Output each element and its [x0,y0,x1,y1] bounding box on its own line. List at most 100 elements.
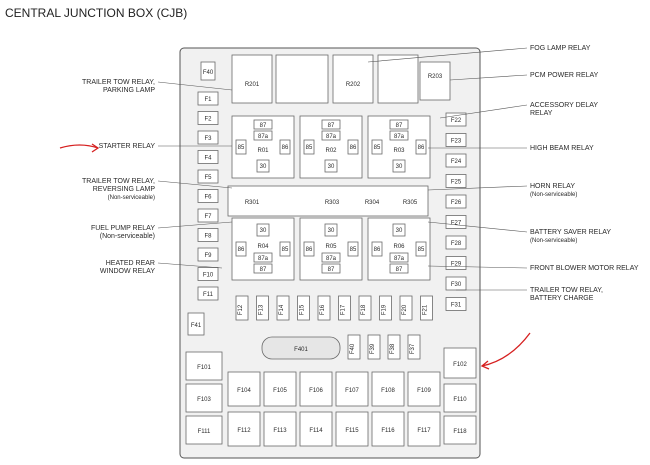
pin-85 [235,241,247,257]
pin-30 [256,159,270,173]
pin-side-label: 85 [306,145,313,151]
fuse-label: F39 [370,343,376,354]
fuse-f401-label: F401 [294,347,308,353]
pin-87-label: 87 [396,123,403,129]
relay-label: R05 [325,244,337,250]
right-label-1: PCM POWER RELAY [449,72,599,81]
leader-line [439,104,528,119]
label-line: STARTER RELAY [99,143,156,150]
label-line: (Non-serviceable) [108,195,155,201]
pin-87-label: 87 [260,123,267,129]
right-label-7: TRAILER TOW RELAY,BATTERY CHARGE [456,287,603,302]
pin-30 [324,223,338,237]
fuse-label: F25 [451,180,462,186]
fuse-f25 [445,174,467,188]
fuse-f102-label: F102 [453,362,467,368]
pin-side-label: 86 [306,247,313,253]
pin-85 [371,241,383,257]
label-line: HEATED REAR [106,260,155,267]
pin-30 [256,223,270,237]
label-line: ACCESSORY DELAY [530,102,598,109]
label-line: (Non-serviceable) [530,192,577,198]
fuse-label: F4 [204,156,212,162]
fuse-f40-label: F40 [203,70,214,76]
pin-30 [392,223,406,237]
leader-line [427,221,528,233]
fuse-f107 [335,371,369,407]
fuse-label: F29 [451,262,462,268]
fuse-f41-label: F41 [191,323,202,329]
relay-label: R03 [393,148,405,154]
pin-87a [321,130,341,141]
fuse-label: F116 [381,428,395,434]
pin-87a [389,252,409,263]
pin-85 [235,139,247,155]
fuse-label: F104 [237,388,251,394]
pin-side-label: 85 [350,247,357,253]
leader-line [427,185,528,191]
pin-87a [321,252,341,263]
mini-relay-band-frame [227,185,429,217]
pin-87-label: 87 [328,123,335,129]
fuse-label: F112 [237,428,251,434]
f102-arrow [481,332,531,367]
pin-30-label: 30 [260,228,267,234]
fuse-label: F23 [451,139,462,145]
fuse-label: F12 [238,304,244,315]
leader-line [449,74,528,81]
pin-87a-label: 87a [258,256,269,262]
fuse-f110 [443,383,477,413]
fuse-label: F26 [451,200,462,206]
fuse-label: F3 [204,136,212,142]
fuse-label: F20 [402,304,408,315]
fuse-f115 [335,411,369,447]
relay-r203-label: R203 [428,74,443,80]
fuse-label: F19 [382,304,388,315]
fuse-f2 [197,111,219,125]
fuse-label: F22 [451,118,462,124]
pin-side-label: 85 [282,247,289,253]
fuse-label: F21 [423,304,429,315]
pin-87-label: 87 [396,267,403,273]
fuse-f401 [261,336,341,360]
fuse-f106 [299,371,333,407]
fuse-label: F115 [345,428,359,434]
label-line: WINDOW RELAY [100,268,155,275]
fuse-label: F111 [198,429,211,435]
fuse-f118 [443,415,477,445]
pin-87a-label: 87a [258,134,269,140]
pin-87a [253,252,273,263]
leader-line [157,180,233,189]
fuse-label: F24 [451,159,462,165]
fuse-f117 [407,411,441,447]
leader-line [157,262,223,269]
right-label-4: HORN RELAY(Non-serviceable) [427,183,577,198]
fuse-f5 [197,169,219,184]
fuse-f101 [185,351,223,381]
fuse-f116 [371,411,405,447]
fuse-label: F27 [451,221,462,227]
fuse-label: F40 [350,343,356,354]
label-line: FOG LAMP RELAY [530,45,591,52]
label-line: (Non-serviceable) [100,233,155,240]
fuse-f108 [371,371,405,407]
fuse-f8 [197,228,219,242]
pin-86 [347,139,359,155]
fuse-f38 [387,334,401,360]
fuse-f113 [263,411,297,447]
relay-label: R06 [393,244,405,250]
fuse-f18 [358,295,372,321]
pin-85 [303,241,315,257]
pin-30 [392,159,406,173]
left-label-0: TRAILER TOW RELAY,PARKING LAMP [82,79,233,94]
relay-label: R01 [257,148,269,154]
right-label-5: BATTERY SAVER RELAY(Non-serviceable) [427,221,611,244]
